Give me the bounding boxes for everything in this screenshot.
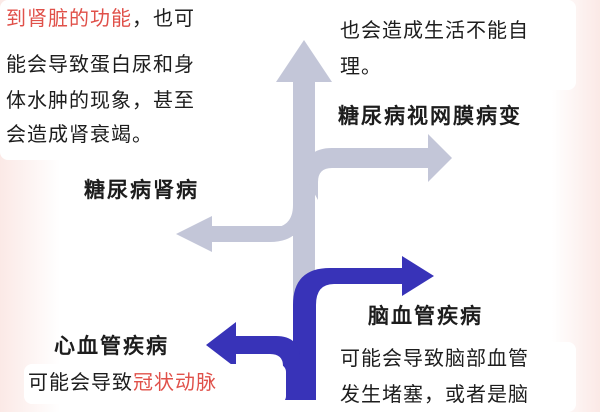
right-bottom-line-2: 发生堵塞，或者是脑	[340, 382, 529, 406]
left-bottom-line-1-red: 冠状动脉	[133, 370, 217, 394]
left-top-line-3: 体水肿的现象，甚至	[6, 88, 195, 112]
label-nephropathy: 糖尿病肾病	[84, 178, 199, 202]
left-top-line-1-red: 到肾脏的功能	[6, 6, 132, 30]
right-bottom-card: 可能会导致脑部血管 发生堵塞，或者是脑	[336, 342, 576, 412]
left-branch-curve	[212, 205, 305, 242]
left-top-line-1: 到肾脏的功能，也可	[6, 2, 195, 35]
left-bottom-card: 可能会导致冠状动脉	[24, 364, 286, 404]
right-upper-branch	[304, 134, 452, 200]
label-cerebro: 脑血管疾病	[368, 304, 483, 328]
left-top-line-4: 会造成肾衰竭。	[6, 122, 153, 146]
label-retinopathy: 糖尿病视网膜病变	[338, 104, 522, 128]
left-bottom-line-1: 可能会导致冠状动脉	[28, 366, 217, 399]
left-top-line-1-rest: ，也可	[132, 6, 195, 30]
trunk-top-arrowhead	[276, 40, 332, 82]
left-top-card: 到肾脏的功能，也可 能会导致蛋白尿和身 体水肿的现象，甚至 会造成肾衰竭。	[0, 0, 262, 160]
right-top-line-1: 也会造成生活不能自	[340, 18, 529, 42]
blue-trunk	[293, 256, 434, 400]
label-cardio: 心血管疾病	[54, 334, 169, 358]
left-bottom-line-1-plain: 可能会导致	[28, 370, 133, 394]
blue-branch-group	[206, 256, 434, 400]
right-top-line-2: 理。	[340, 54, 382, 78]
left-top-line-2: 能会导致蛋白尿和身	[6, 52, 195, 76]
blue-left-branch	[206, 322, 300, 400]
right-top-card: 也会造成生活不能自 理。	[336, 0, 576, 90]
branch-arrows	[176, 40, 452, 400]
right-bottom-line-1: 可能会导致脑部血管	[340, 346, 529, 370]
